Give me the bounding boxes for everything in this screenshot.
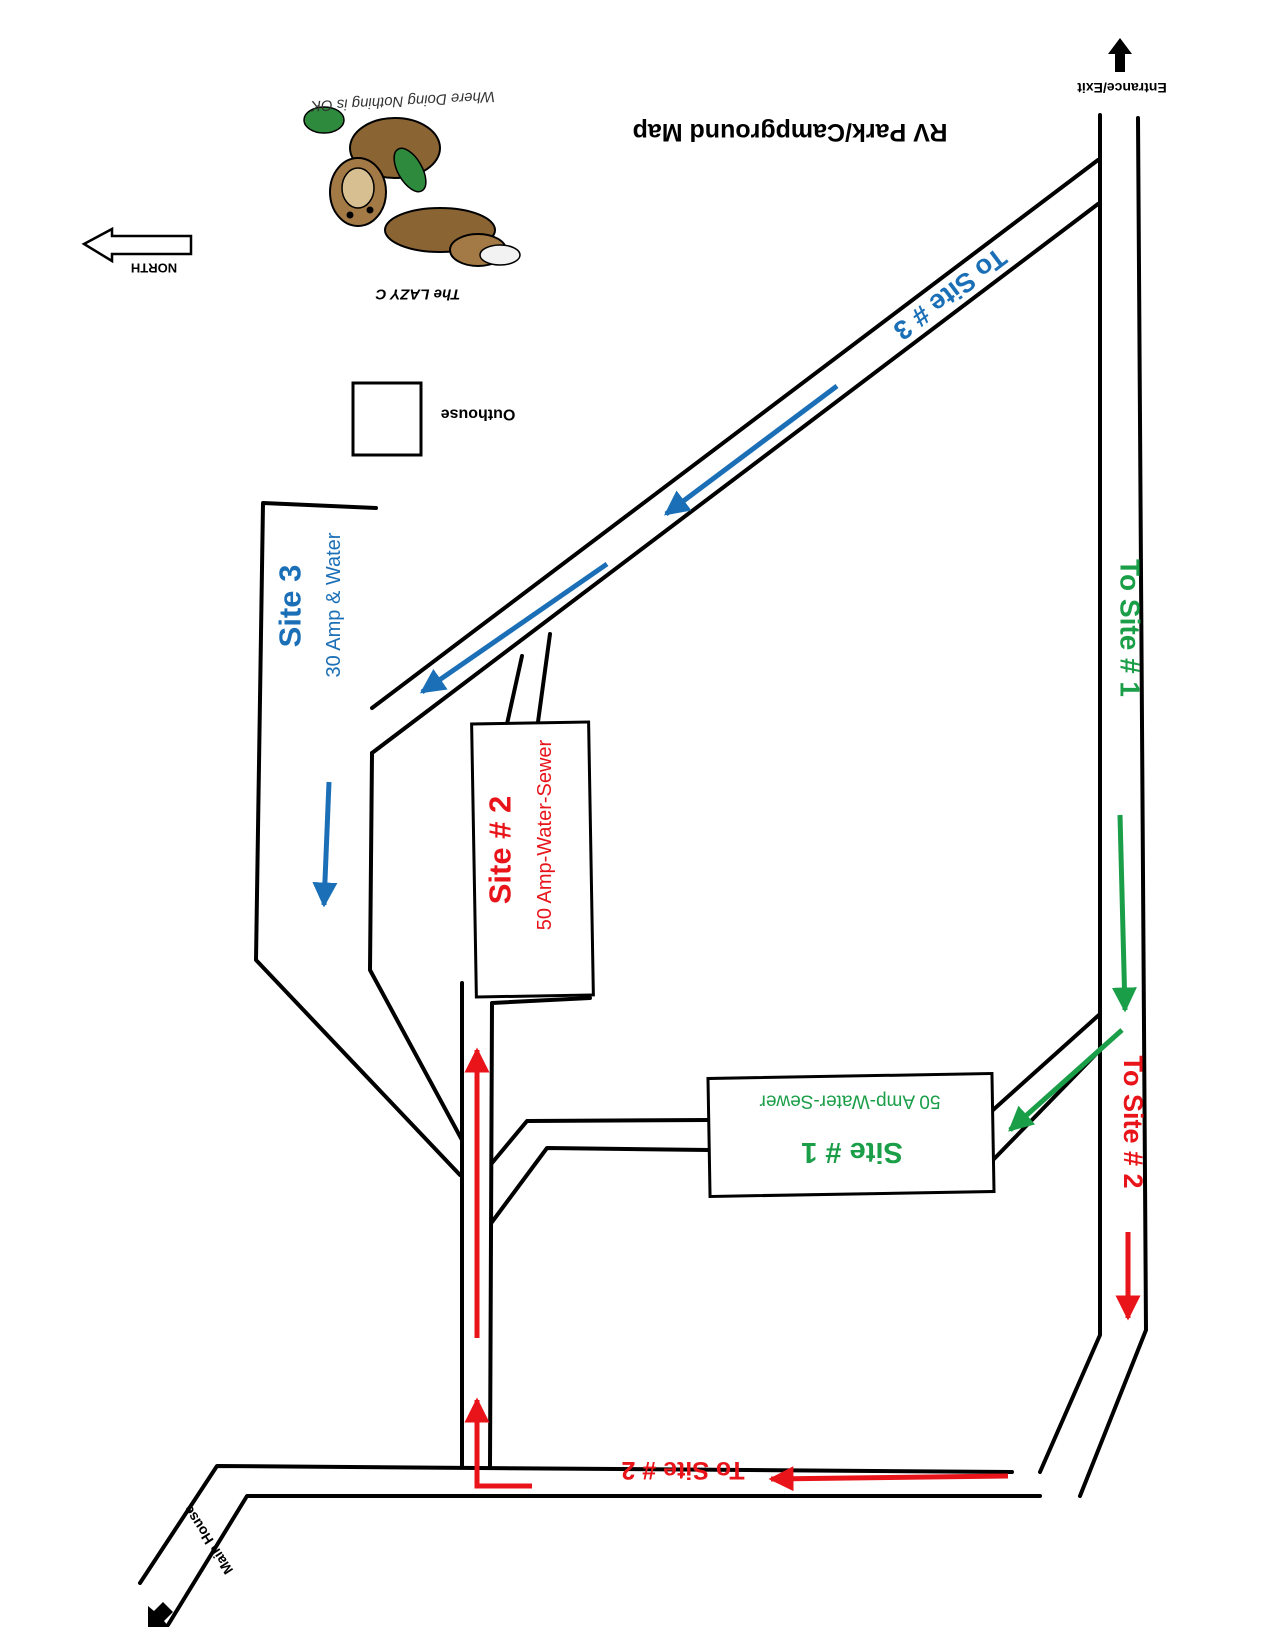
site2-connector-left <box>505 654 524 726</box>
site2-connector-right <box>536 632 552 724</box>
site1-branch-upper <box>490 1118 711 1165</box>
site-1-pad[interactable] <box>706 1072 996 1198</box>
bear-mascot-icon <box>303 106 521 267</box>
main-road-east-edge <box>1078 116 1148 1498</box>
logo-name: The LAZY C <box>374 286 460 303</box>
site-2-pad[interactable] <box>470 720 595 999</box>
lazy-c-logo <box>303 106 521 267</box>
site3-pad-outline <box>254 501 462 1177</box>
site-1-route <box>1008 814 1137 1132</box>
site-1-label[interactable]: Site # 1 <box>801 1136 903 1168</box>
site3-road-north-edge <box>370 158 1100 710</box>
site-1-amenities: 50 Amp-Water-Sewer <box>759 1091 941 1112</box>
logo-tagline: Where Doing Nothing is OK <box>310 88 496 115</box>
site-3-amenities: 30 Amp & Water <box>323 532 345 677</box>
main-road-west-edge <box>1038 113 1102 1474</box>
outhouse-label: Outhouse <box>441 406 516 423</box>
site-2-route <box>464 1047 1141 1492</box>
site-2-label[interactable]: Site # 2 <box>483 796 518 905</box>
south-road-north-edge <box>138 1464 1014 1585</box>
outhouse[interactable] <box>351 381 423 457</box>
to-site-3-label: To Site # 3 <box>888 242 1012 346</box>
entrance-arrow-icon <box>1108 38 1132 72</box>
to-site-2-south-label: To Site # 2 <box>621 1456 744 1484</box>
site1-connector-north <box>991 1012 1102 1112</box>
north-arrow-icon <box>81 226 193 264</box>
site-3-route <box>312 383 839 908</box>
north-arrow <box>81 226 193 264</box>
site3-road-south-edge <box>370 202 1100 755</box>
route-labels: To Site # 1 To Site # 2 Site # 2 50 Amp-… <box>273 532 1149 1188</box>
to-site-2-east-label: To Site # 2 <box>1118 1055 1148 1188</box>
main-house-label[interactable]: Main House <box>180 1503 236 1578</box>
entrance-label: Entrance/Exit <box>1077 80 1167 96</box>
west-road-east-edge <box>488 996 592 1468</box>
road-network <box>138 113 1148 1627</box>
to-site-1-label: To Site # 1 <box>1115 559 1146 697</box>
north-label: NORTH <box>131 261 177 276</box>
site1-branch-lower <box>490 1146 711 1224</box>
map-title: RV Park/Campground Map <box>633 118 948 146</box>
site3-pad-east-edge <box>368 751 464 1142</box>
site-3-label[interactable]: Site 3 <box>273 565 308 648</box>
upside-down-labels: RV Park/Campground Map Where Doing Nothi… <box>131 80 1167 1577</box>
south-road-south-edge <box>166 1494 1042 1627</box>
site-2-amenities: 50 Amp-Water-Sewer <box>534 739 556 930</box>
main-house-arrow-icon <box>148 1602 173 1627</box>
